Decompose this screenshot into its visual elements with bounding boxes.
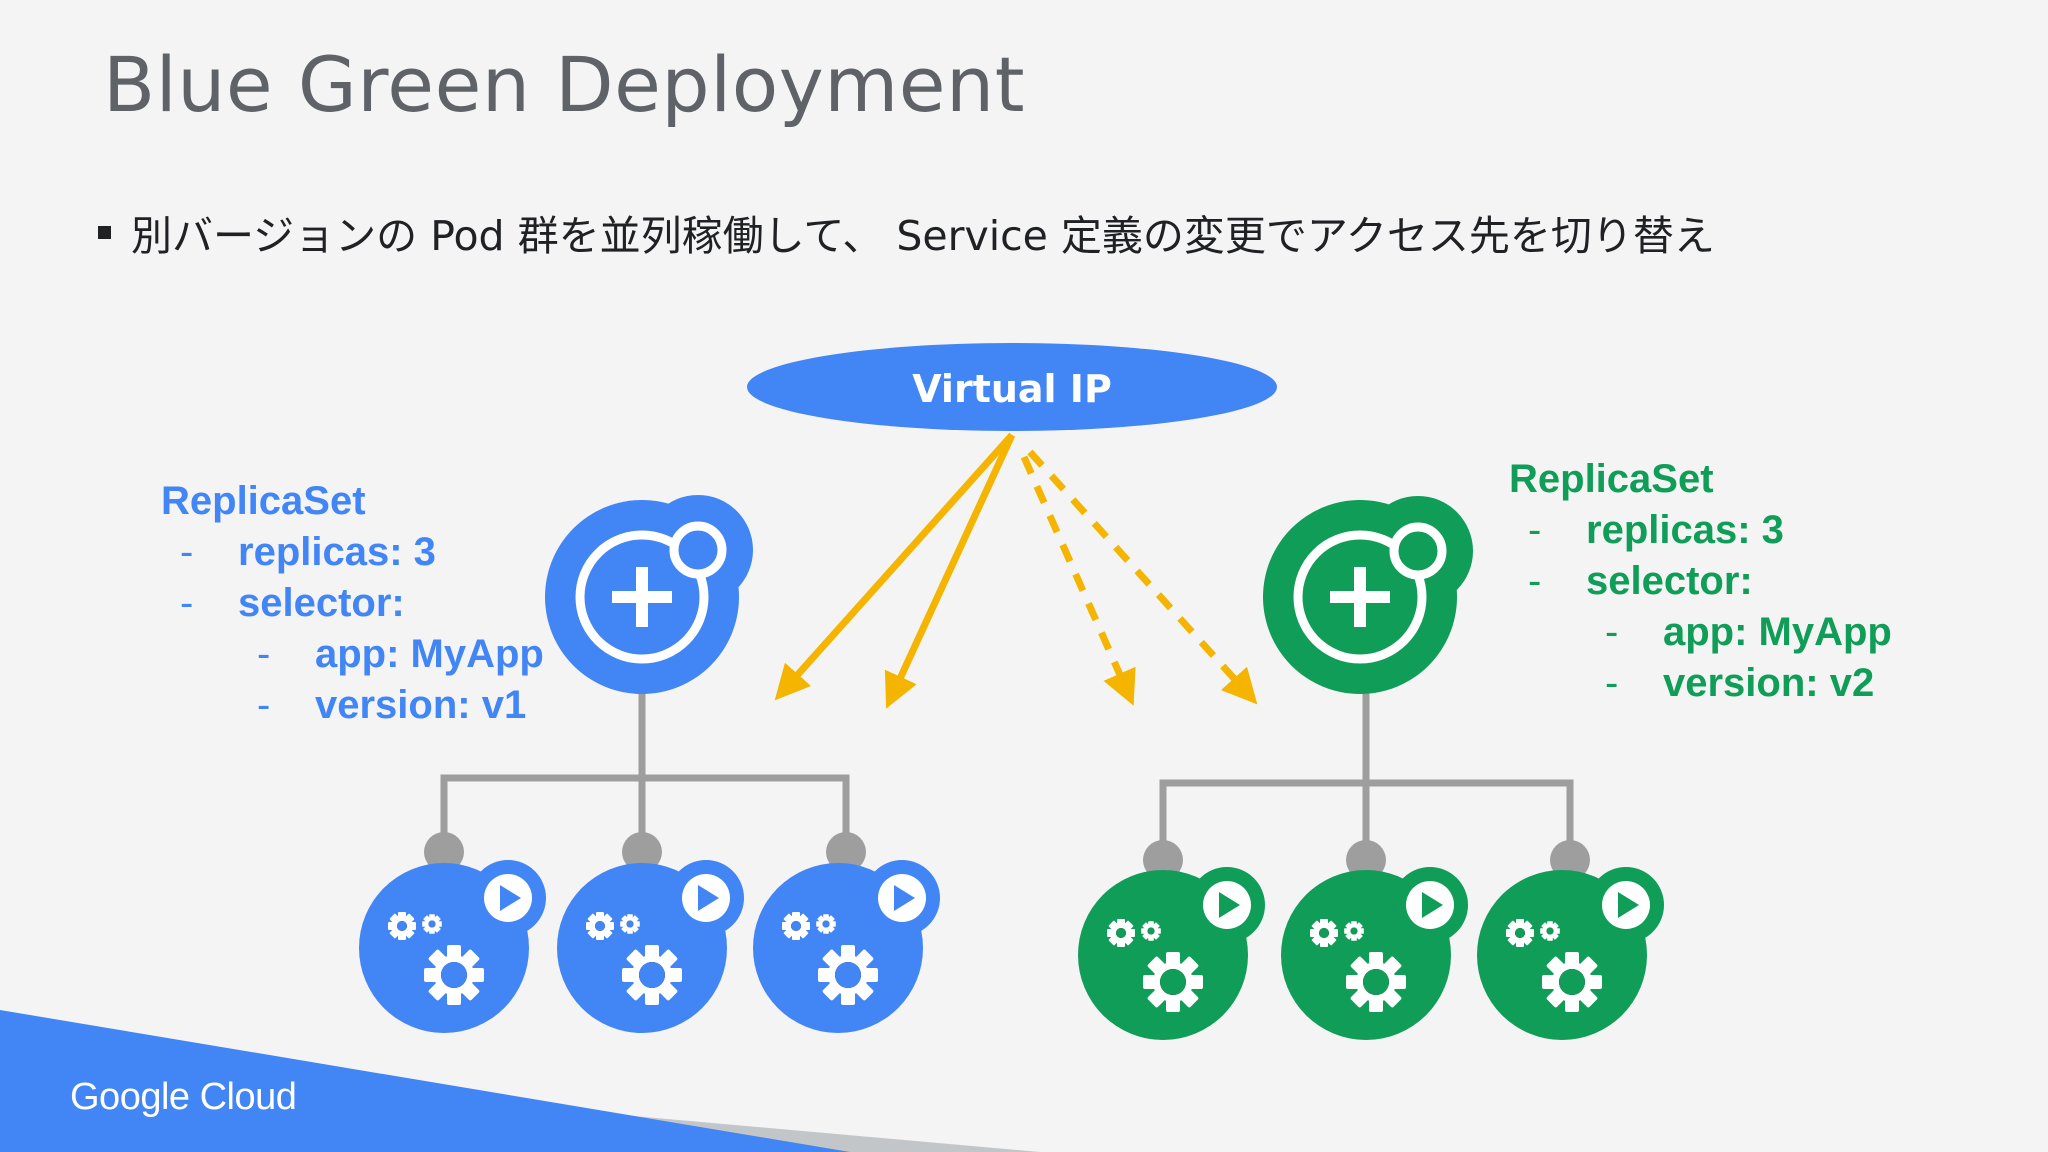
green-pods	[1078, 867, 1664, 1040]
pod-icon	[557, 860, 744, 1033]
blue-pods	[359, 860, 940, 1033]
spec-line: -replicas: 3	[180, 530, 436, 574]
green-replicaset-spec: ReplicaSet -replicas: 3 -selector: -app:…	[1509, 454, 1892, 709]
replicaset-heading: ReplicaSet	[161, 479, 366, 523]
replicaset-heading: ReplicaSet	[1509, 457, 1714, 501]
page-title: Blue Green Deployment	[103, 40, 1026, 129]
green-tree-knobs	[1143, 840, 1590, 880]
arrow-dashed-right	[1027, 449, 1258, 705]
spec-line: -replicas: 3	[1528, 508, 1784, 552]
arrow-dashed-left	[1020, 455, 1136, 706]
pod-icon	[1477, 867, 1664, 1040]
pod-icon	[753, 860, 940, 1033]
spec-line: -app: MyApp	[1605, 610, 1892, 654]
blue-replicaset-spec: ReplicaSet -replicas: 3 -selector: -app:…	[161, 476, 544, 731]
bullet-text: 別バージョンの Pod 群を並列稼働して、 Service 定義の変更でアクセス…	[131, 212, 1715, 260]
green-replicaset-node	[1263, 496, 1473, 694]
blue-tree-knobs	[424, 832, 866, 872]
spec-line: -version: v2	[1605, 661, 1875, 705]
spec-line: -version: v1	[257, 683, 527, 727]
arrow-solid-right	[884, 433, 1016, 709]
pod-icon	[359, 860, 546, 1033]
blue-replicaset-node	[545, 495, 753, 694]
virtual-ip-node: Virtual IP	[747, 343, 1277, 431]
google-cloud-logo: Google Cloud	[70, 1076, 297, 1118]
spec-line: -selector:	[180, 581, 405, 625]
footer-band	[0, 1010, 1040, 1152]
bullet-point: 別バージョンの Pod 群を並列稼働して、 Service 定義の変更でアクセス…	[98, 202, 1715, 262]
spec-line: -app: MyApp	[257, 632, 544, 676]
arrow-solid-left	[774, 432, 1015, 701]
pod-icon	[1281, 867, 1468, 1040]
plus-icon	[612, 567, 672, 627]
traffic-arrows	[774, 432, 1258, 709]
virtual-ip-label: Virtual IP	[912, 367, 1112, 411]
spec-line: -selector:	[1528, 559, 1753, 603]
pod-icon	[1078, 867, 1265, 1040]
bullet-icon	[98, 225, 111, 239]
plus-icon	[1330, 567, 1390, 627]
